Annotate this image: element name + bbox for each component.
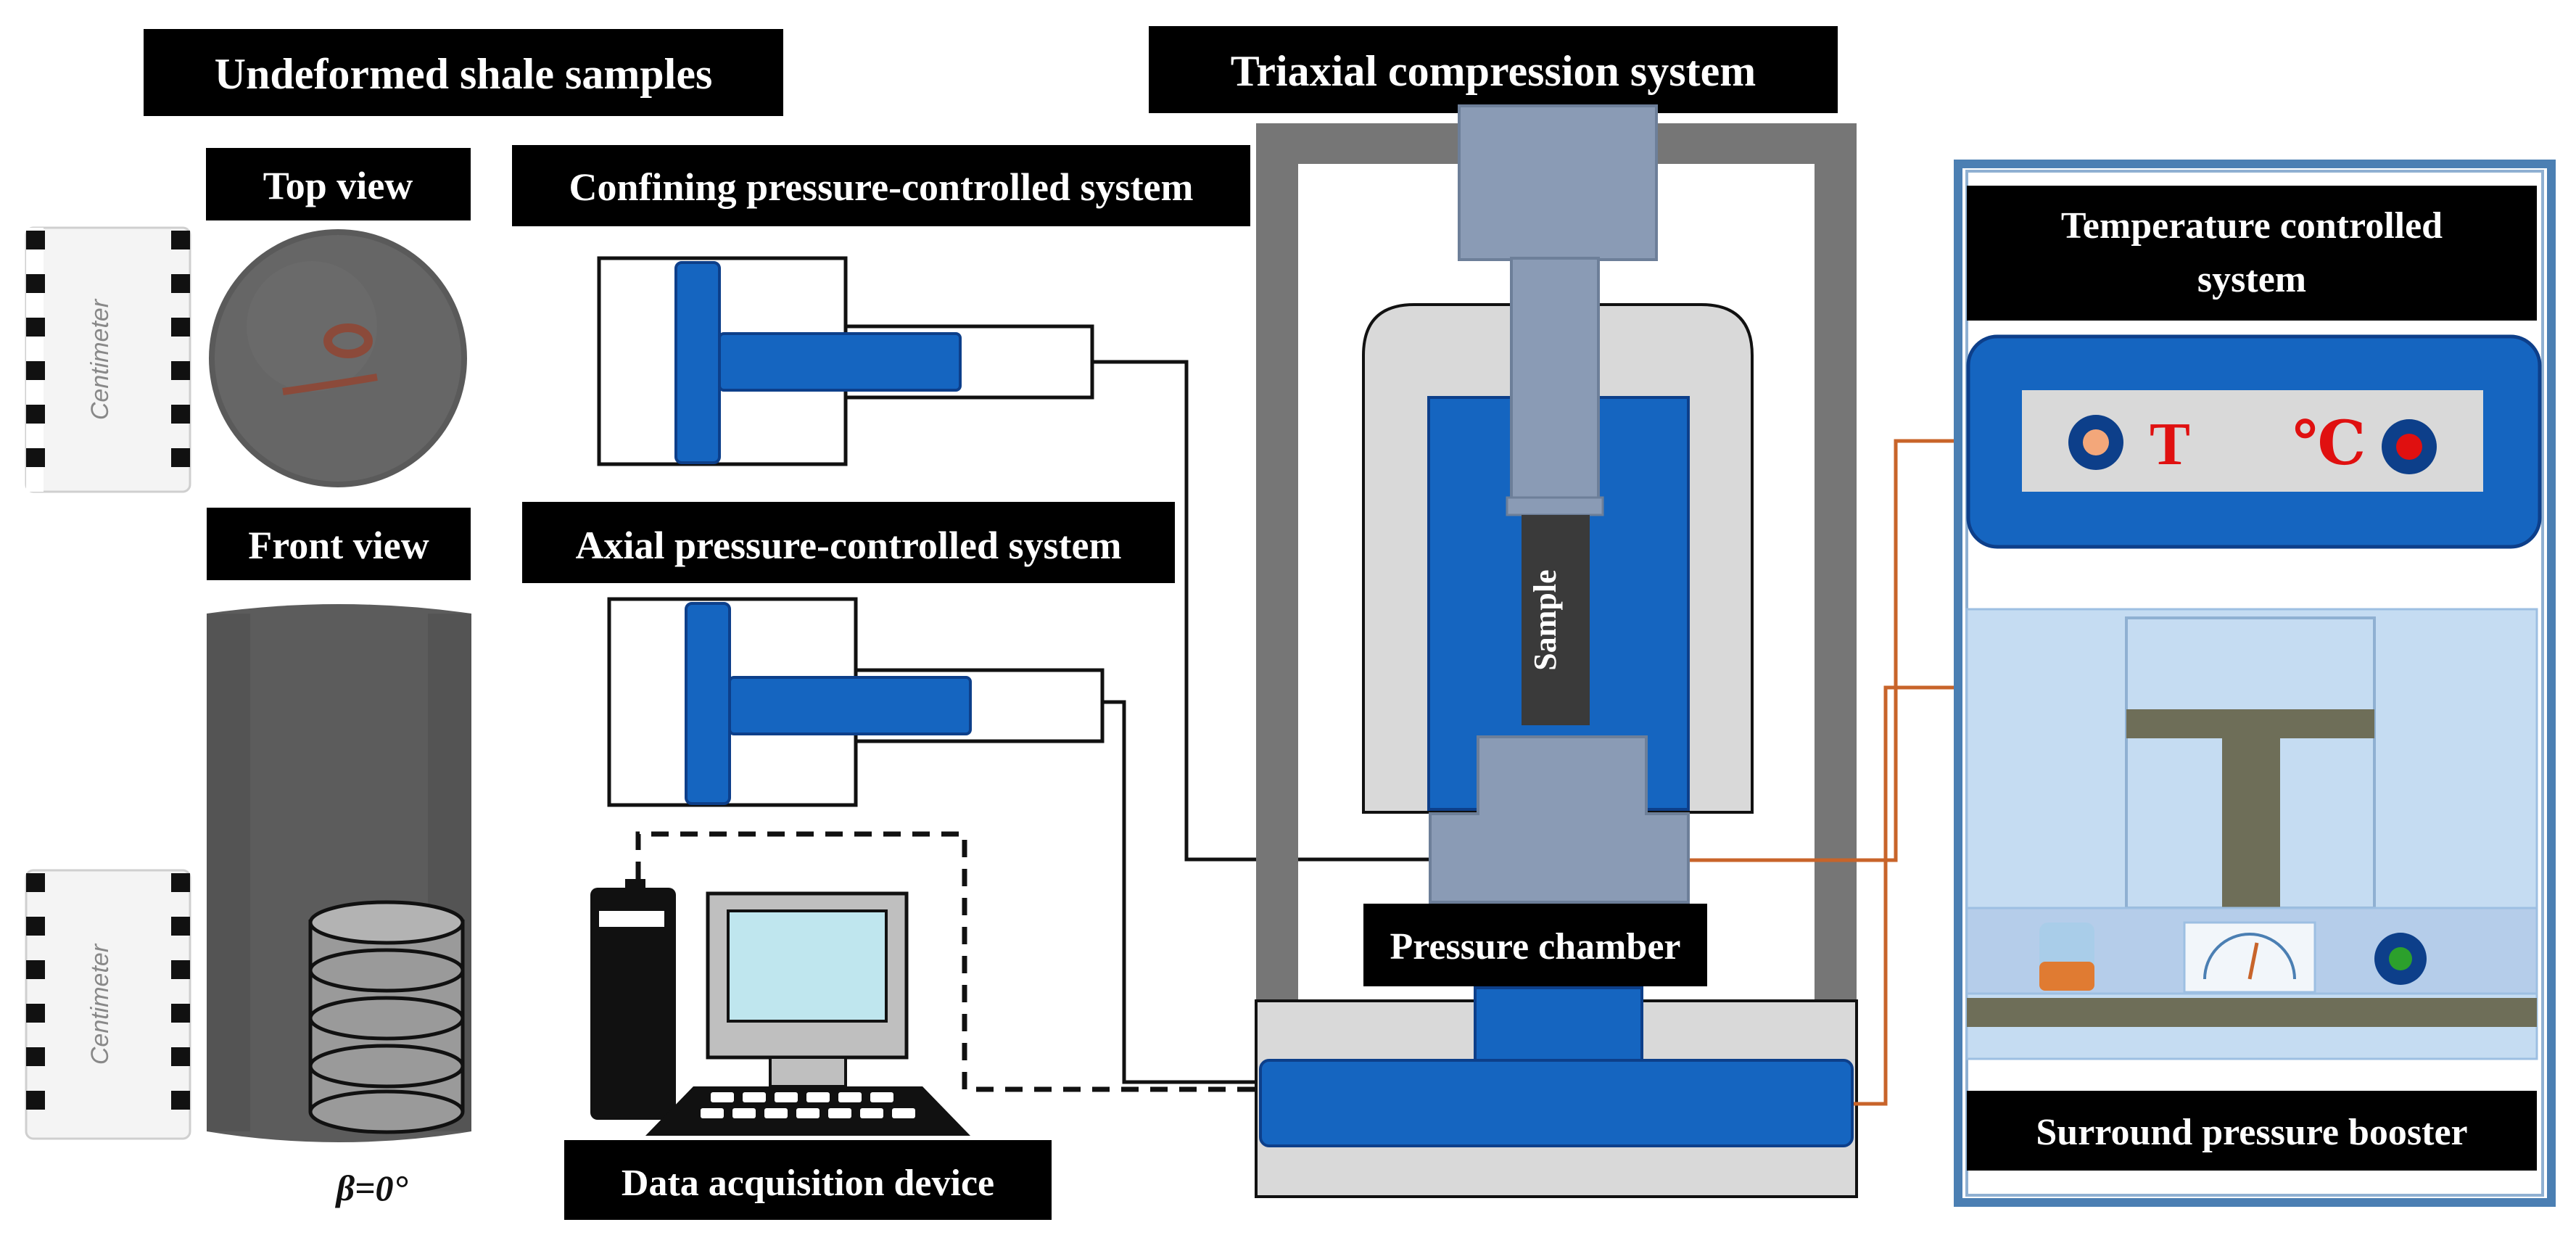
sample-block (1522, 515, 1590, 725)
confining-label-box (512, 145, 1250, 226)
data-acquisition-device (590, 831, 1260, 1136)
hydraulic-lines (1092, 360, 1434, 1084)
pressure-chamber-label-box (1363, 904, 1707, 986)
confining-label: Confining pressure-controlled system (569, 165, 1193, 209)
chamber-base (1429, 735, 1690, 904)
data-acq-label-box (564, 1140, 1052, 1220)
front-view-label: Front view (248, 524, 429, 567)
temperature-label-box (1967, 186, 2537, 321)
temperature-label-line1: Temperature controlled (2061, 205, 2443, 247)
surround-pressure-booster (1965, 608, 2538, 1060)
load-head (1458, 104, 1658, 261)
pc-tower (590, 888, 676, 1120)
thermal-lines (1690, 439, 1973, 1106)
beta-angle-label: β=0° (334, 1168, 408, 1208)
marker-ring (323, 323, 373, 358)
triaxial-label-box (1149, 26, 1838, 113)
front-view-label-group: Front view (207, 508, 471, 580)
sample-label: Sample (1527, 569, 1563, 670)
bedding-layers-icon (308, 900, 465, 1134)
undeformed-label-box (144, 29, 783, 116)
monitor-screen (727, 909, 888, 1023)
pressure-chamber: Sample (1362, 257, 1754, 904)
loading-piston (1510, 257, 1600, 500)
surround-label-box (1967, 1091, 2537, 1171)
front-view-label-box (207, 508, 471, 580)
surround-label: Surround pressure booster (2036, 1112, 2467, 1153)
pressure-chamber-label: Pressure chamber (1390, 926, 1681, 967)
triaxial-frame (1256, 104, 1857, 1001)
ruler-front-text: Centimeter (86, 943, 114, 1065)
data-link-dashed (635, 831, 1260, 1092)
actuator-ram (1259, 1059, 1854, 1147)
surround-label-group: Surround pressure booster (1967, 1091, 2537, 1171)
top-view-sample-disc (209, 229, 467, 487)
confining-label-group: Confining pressure-controlled system (512, 145, 1250, 226)
top-view-label-group: Top view (206, 148, 471, 220)
temperature-T: T (2150, 410, 2190, 478)
axial-pressure-cylinder (607, 597, 1105, 807)
axial-label-box (522, 502, 1175, 583)
axial-actuator-base (1255, 986, 1858, 1198)
temperature-unit: ℃ (2293, 407, 2366, 479)
axial-label-group: Axial pressure-controlled system (522, 502, 1175, 583)
undeformed-label-group: Undeformed shale samples (144, 29, 783, 116)
triaxial-label-group: Triaxial compression system (1149, 26, 1838, 113)
data-acq-label: Data acquisition device (622, 1163, 994, 1204)
ruler-top: Centimeter (25, 226, 191, 493)
undeformed-label: Undeformed shale samples (215, 50, 713, 98)
top-view-label-box (206, 148, 471, 220)
top-view-label: Top view (263, 164, 413, 207)
pressure-chamber-label-group: Pressure chamber (1363, 904, 1707, 986)
ruler-front: Centimeter (25, 869, 191, 1140)
temperature-label-line2: system (2197, 259, 2306, 300)
confining-pressure-cylinder (597, 256, 1094, 466)
temperature-controller: T ℃ (1966, 334, 2542, 549)
temperature-label-group: Temperature controlled system (1967, 186, 2537, 321)
marker-line (282, 374, 378, 395)
triaxial-label: Triaxial compression system (1231, 47, 1756, 95)
axial-label: Axial pressure-controlled system (576, 524, 1122, 567)
data-acq-label-group: Data acquisition device (564, 1140, 1052, 1220)
ruler-top-text: Centimeter (86, 298, 114, 420)
